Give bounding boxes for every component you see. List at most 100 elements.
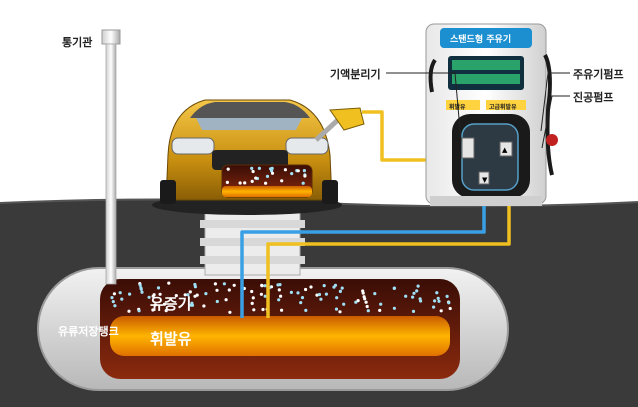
vapor-particle <box>332 285 336 289</box>
vapor-particle <box>416 284 420 288</box>
vapor-particle <box>250 179 254 183</box>
vapor-particle <box>338 289 342 293</box>
vapor-particle <box>303 174 307 178</box>
vapor-particle <box>128 292 132 296</box>
vapor-particle <box>183 293 187 297</box>
label-vapor-separator: 기액분리기 <box>330 68 381 81</box>
vapor-particle <box>188 290 192 294</box>
vapor-particle <box>356 299 360 303</box>
vapor-particle <box>250 289 254 294</box>
vapor-particle <box>309 285 313 289</box>
vapor-particle <box>174 294 178 298</box>
vapor-particle <box>319 297 323 301</box>
fuel-nozzle-icon <box>314 107 365 142</box>
vapor-particle <box>433 299 437 303</box>
vapor-particle <box>317 292 322 297</box>
vapor-particle <box>436 296 440 300</box>
vapor-particle <box>110 296 114 300</box>
vapor-particle <box>137 309 141 313</box>
vapor-particle <box>404 294 408 298</box>
vapor-particle <box>411 309 416 313</box>
vapor-particle <box>277 298 281 302</box>
vapor-particle <box>202 304 206 308</box>
vapor-particle <box>193 285 197 289</box>
vapor-particle <box>299 301 303 305</box>
vapor-particle <box>364 300 368 304</box>
vapor-particle <box>158 292 162 296</box>
dispenser-icon: ▼ ▲ <box>425 23 558 206</box>
vapor-particle <box>300 296 305 300</box>
vapor-particle <box>152 293 156 297</box>
vapor-particle <box>447 301 451 305</box>
vapor-particle <box>296 169 300 173</box>
vapor-particle <box>139 287 143 291</box>
vapor-particle <box>411 295 415 299</box>
vapor-particle <box>153 303 157 307</box>
vapor-particle <box>419 299 423 303</box>
vapor-particle <box>279 294 283 298</box>
vapor-particle <box>113 304 117 308</box>
vapor-particle <box>264 181 268 185</box>
vapor-particle <box>250 301 254 305</box>
vapor-particle <box>260 283 264 287</box>
svg-text:▲: ▲ <box>502 146 508 154</box>
vapor-particle <box>304 308 308 312</box>
label-vacuum-pump: 진공펌프 <box>573 91 614 104</box>
vapor-particle <box>415 289 419 293</box>
vapor-particle <box>277 288 281 292</box>
vapor-particle <box>225 180 229 184</box>
vapor-particle <box>432 305 436 309</box>
vapor-particle <box>379 302 383 306</box>
vapor-particle <box>222 282 226 286</box>
fill-connector <box>200 204 305 276</box>
vapor-particle <box>243 181 247 185</box>
vapor-particle <box>270 171 275 175</box>
vapor-particle <box>140 290 144 294</box>
vapor-particle <box>290 172 294 176</box>
vapor-particle <box>302 169 306 173</box>
vapor-particle <box>127 309 131 313</box>
vapor-particle <box>392 306 396 310</box>
vapor-particle <box>120 297 124 301</box>
leader-lines <box>386 72 570 149</box>
vapor-particle <box>448 306 452 311</box>
vapor-particle <box>156 286 161 290</box>
vapor-particle <box>265 174 270 178</box>
vapor-particle <box>251 296 255 300</box>
vapor-particle <box>250 166 254 170</box>
vapor-particle <box>365 304 369 309</box>
vapor-particle <box>226 167 230 171</box>
vapor-particle <box>280 179 284 183</box>
vapor-particle <box>215 288 219 292</box>
vapor-particle <box>322 284 326 288</box>
vapor-particle <box>324 292 328 296</box>
vapor-particle <box>189 303 193 307</box>
vapor-particle <box>263 284 267 288</box>
vapor-particle <box>354 300 358 304</box>
vapor-particle <box>280 308 284 312</box>
vapor-particle <box>151 308 155 312</box>
vapor-particle <box>186 293 190 297</box>
vapor-particle <box>118 291 122 295</box>
label-vent-pipe: 통기관 <box>62 36 93 49</box>
vapor-particle <box>251 169 255 174</box>
vapor-particle <box>269 167 273 171</box>
label-dispenser-pump: 주유기펌프 <box>573 68 624 81</box>
vapor-particle <box>257 166 261 170</box>
vapor-particle <box>334 307 339 311</box>
car-tank-vapor-particles <box>225 166 307 185</box>
vapor-particle <box>296 291 300 295</box>
vapor-particle <box>213 282 217 286</box>
vapor-particle <box>263 294 267 298</box>
vapor-particle <box>439 309 443 313</box>
vapor-particle <box>162 302 167 306</box>
vapor-particle <box>261 307 265 312</box>
vapor-particle <box>238 181 242 185</box>
svg-text:▼: ▼ <box>482 176 488 184</box>
vapor-particle <box>437 299 441 303</box>
dispenser-title: 스탠드형 주유기 <box>450 35 512 45</box>
car-icon <box>152 99 342 215</box>
vapor-particle <box>111 300 115 304</box>
vapor-particle <box>435 291 439 295</box>
